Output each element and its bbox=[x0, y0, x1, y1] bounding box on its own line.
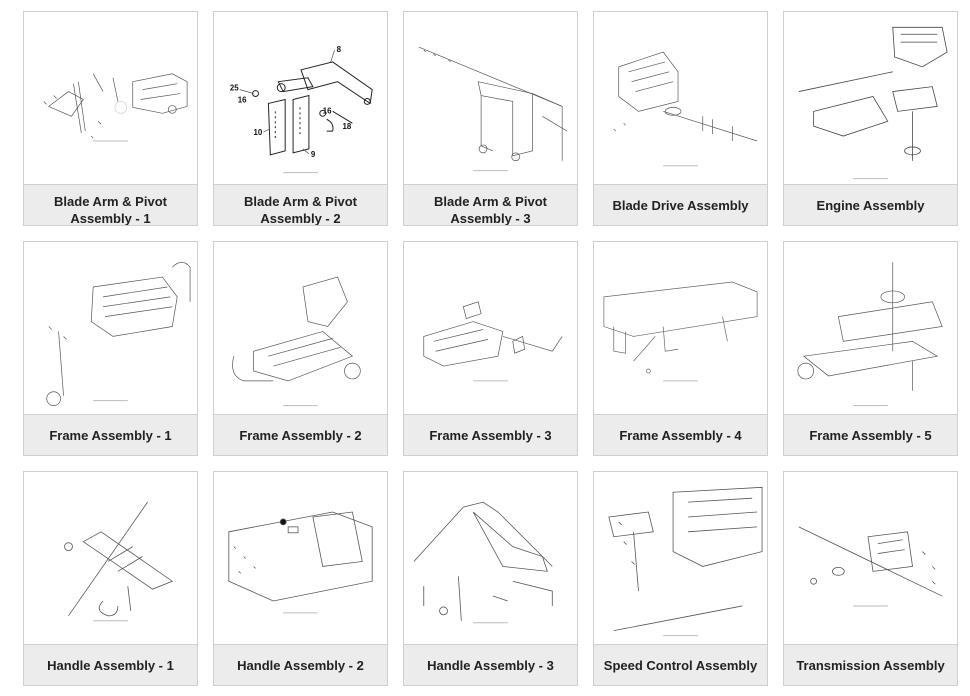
part-card-label[interactable]: Frame Assembly - 1 bbox=[24, 415, 197, 455]
part-card-label[interactable]: Handle Assembly - 2 bbox=[214, 645, 387, 685]
part-card-label[interactable]: Handle Assembly - 3 bbox=[404, 645, 577, 685]
part-thumbnail[interactable]: 8 25 16 16 10 18 9 bbox=[214, 12, 387, 185]
blade-arm-pivot-closeup-diagram-icon: 8 25 16 16 10 18 9 bbox=[230, 45, 373, 174]
part-card-handle-3[interactable]: Handle Assembly - 3 bbox=[403, 471, 578, 686]
part-thumbnail[interactable] bbox=[594, 472, 767, 645]
part-card-frame-2[interactable]: Frame Assembly - 2 bbox=[213, 241, 388, 456]
handle-diagram-icon bbox=[228, 511, 373, 614]
transmission-diagram-icon bbox=[798, 526, 943, 607]
part-card-frame-4[interactable]: Frame Assembly - 4 bbox=[593, 241, 768, 456]
part-card-speed-control[interactable]: Speed Control Assembly bbox=[593, 471, 768, 686]
engine-diagram-icon bbox=[798, 26, 948, 180]
callout-number: 25 bbox=[230, 84, 239, 93]
callout-number: 9 bbox=[311, 150, 316, 159]
parts-diagram-grid: Blade Arm & Pivot Assembly - 1 bbox=[23, 11, 958, 686]
part-thumbnail[interactable] bbox=[784, 472, 957, 645]
callout-number: 16 bbox=[238, 95, 247, 104]
frame-diagram-icon bbox=[603, 281, 758, 382]
callout-number: 18 bbox=[343, 122, 352, 131]
part-thumbnail[interactable] bbox=[784, 12, 957, 185]
part-card-frame-1[interactable]: Frame Assembly - 1 bbox=[23, 241, 198, 456]
part-card-frame-5[interactable]: Frame Assembly - 5 bbox=[783, 241, 958, 456]
frame-diagram-icon bbox=[46, 261, 191, 406]
part-card-label[interactable]: Handle Assembly - 1 bbox=[24, 645, 197, 685]
part-thumbnail[interactable] bbox=[214, 472, 387, 645]
part-card-label[interactable]: Transmission Assembly bbox=[784, 645, 957, 685]
part-thumbnail[interactable] bbox=[24, 472, 197, 645]
part-card-transmission[interactable]: Transmission Assembly bbox=[783, 471, 958, 686]
part-thumbnail[interactable] bbox=[404, 242, 577, 415]
part-card-handle-2[interactable]: Handle Assembly - 2 bbox=[213, 471, 388, 686]
part-card-label[interactable]: Frame Assembly - 5 bbox=[784, 415, 957, 455]
part-thumbnail[interactable] bbox=[214, 242, 387, 415]
handle-diagram-icon bbox=[64, 501, 174, 622]
part-card-label[interactable]: Blade Arm & Pivot Assembly - 3 bbox=[404, 185, 577, 225]
blade-arm-frame-diagram-icon bbox=[418, 46, 568, 172]
blade-arm-pivot-diagram-icon bbox=[43, 73, 188, 142]
callout-number: 16 bbox=[323, 106, 332, 115]
frame-diagram-icon bbox=[232, 276, 361, 407]
frame-diagram-icon bbox=[423, 301, 563, 382]
part-card-engine[interactable]: Engine Assembly bbox=[783, 11, 958, 226]
part-thumbnail[interactable] bbox=[24, 12, 197, 185]
part-card-frame-3[interactable]: Frame Assembly - 3 bbox=[403, 241, 578, 456]
handle-diagram-icon bbox=[413, 501, 553, 624]
part-thumbnail[interactable] bbox=[594, 242, 767, 415]
part-card-label[interactable]: Engine Assembly bbox=[784, 185, 957, 225]
part-card-label[interactable]: Frame Assembly - 2 bbox=[214, 415, 387, 455]
part-card-handle-1[interactable]: Handle Assembly - 1 bbox=[23, 471, 198, 686]
part-card-label[interactable]: Frame Assembly - 3 bbox=[404, 415, 577, 455]
part-card-blade-drive[interactable]: Blade Drive Assembly bbox=[593, 11, 768, 226]
callout-number: 8 bbox=[337, 45, 342, 54]
part-thumbnail[interactable] bbox=[404, 12, 577, 185]
part-thumbnail[interactable] bbox=[404, 472, 577, 645]
part-card-label[interactable]: Blade Drive Assembly bbox=[594, 185, 767, 225]
part-card-blade-arm-pivot-3[interactable]: Blade Arm & Pivot Assembly - 3 bbox=[403, 11, 578, 226]
part-card-label[interactable]: Blade Arm & Pivot Assembly - 1 bbox=[24, 185, 197, 225]
part-card-blade-arm-pivot-2[interactable]: 8 25 16 16 10 18 9 Blade Arm & Pivot Ass… bbox=[213, 11, 388, 226]
part-thumbnail[interactable] bbox=[594, 12, 767, 185]
part-card-blade-arm-pivot-1[interactable]: Blade Arm & Pivot Assembly - 1 bbox=[23, 11, 198, 226]
part-thumbnail[interactable] bbox=[24, 242, 197, 415]
callout-number: 10 bbox=[254, 128, 263, 137]
blade-drive-diagram-icon bbox=[613, 51, 758, 167]
part-card-label[interactable]: Frame Assembly - 4 bbox=[594, 415, 767, 455]
part-card-label[interactable]: Blade Arm & Pivot Assembly - 2 bbox=[214, 185, 387, 225]
frame-diagram-icon bbox=[797, 262, 943, 407]
part-card-label[interactable]: Speed Control Assembly bbox=[594, 645, 767, 685]
speed-control-diagram-icon bbox=[608, 486, 763, 637]
part-thumbnail[interactable] bbox=[784, 242, 957, 415]
